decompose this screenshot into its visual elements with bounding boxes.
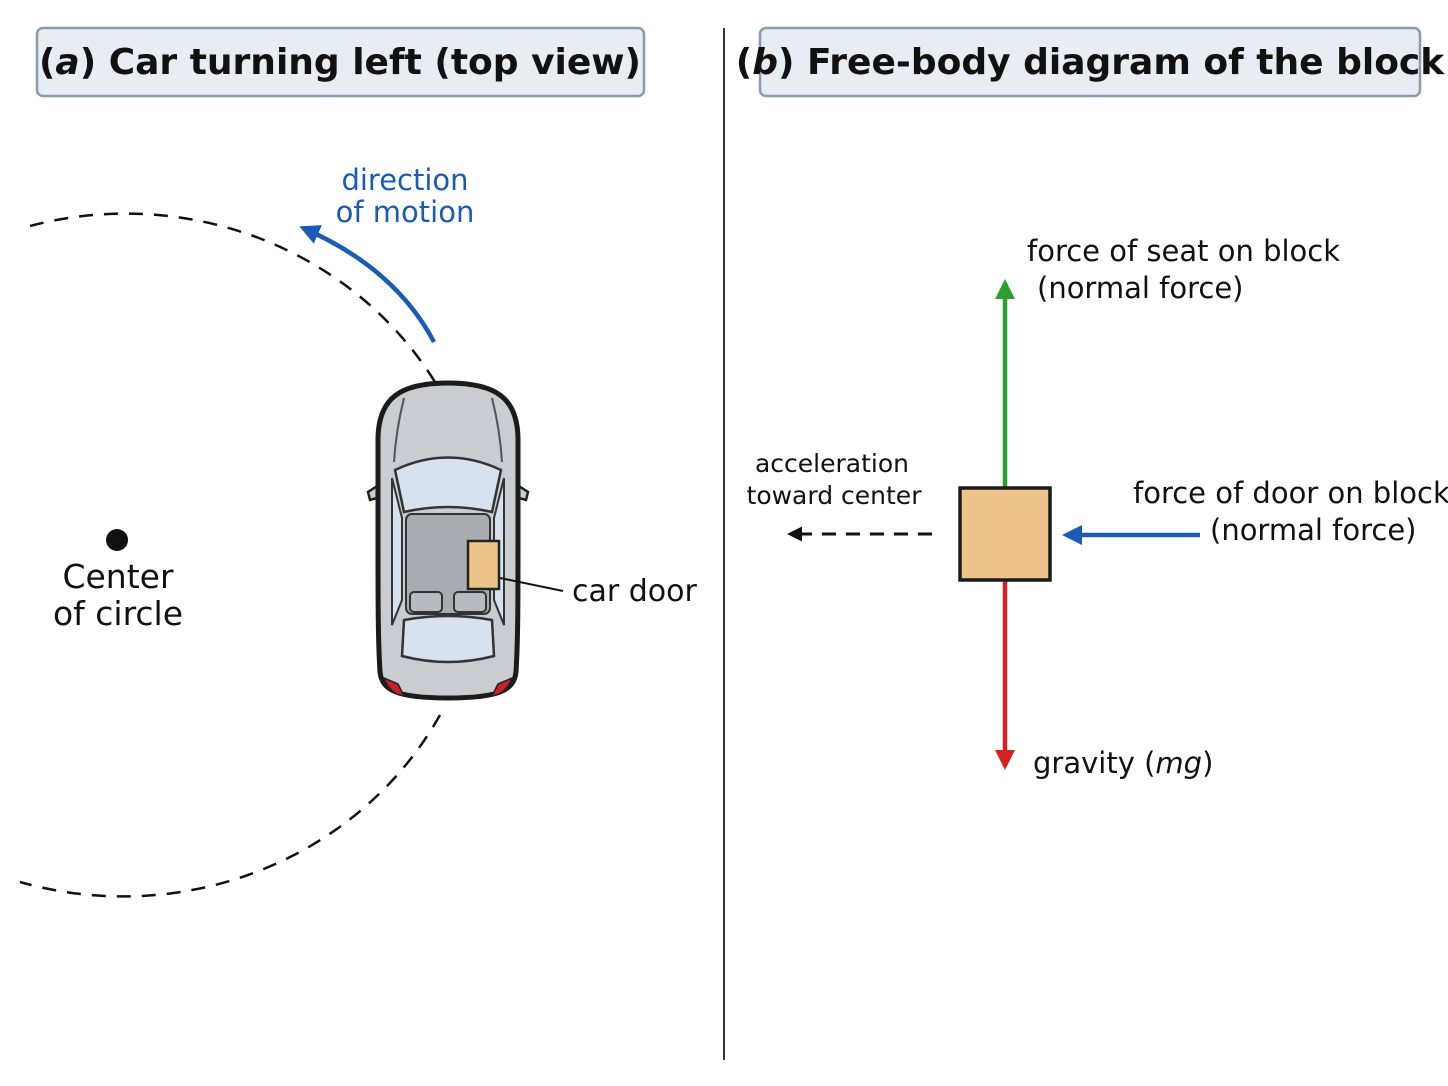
car-rear-window — [400, 614, 496, 664]
svg-text:force of seat on block: force of seat on block — [1027, 234, 1340, 268]
svg-text:direction: direction — [341, 163, 468, 197]
panel-a-title-letter: a — [55, 42, 79, 83]
center-label-line2: of circle — [53, 594, 183, 633]
svg-text:of circle: of circle — [53, 594, 183, 633]
free-body-block — [958, 486, 1052, 582]
panel-a-title: Car turning left (top view) — [109, 42, 641, 83]
svg-text:car door: car door — [572, 574, 698, 609]
rear-seat-right — [453, 591, 487, 613]
panel-b: (b) Free-body diagram of the block force… — [736, 26, 1448, 780]
direction-label-line1: direction — [341, 163, 468, 197]
svg-text:gravity (mg): gravity (mg) — [1033, 746, 1213, 780]
center-label-line1: Center — [62, 557, 174, 596]
svg-text:Center: Center — [62, 557, 174, 596]
circular-path-lower — [19, 714, 442, 898]
car-top-view — [366, 380, 530, 701]
svg-text:toward center: toward center — [747, 481, 923, 510]
acceleration-label-line1: acceleration — [755, 449, 909, 478]
panel-b-title: Free-body diagram of the block — [807, 42, 1445, 83]
svg-text:(normal force): (normal force) — [1210, 513, 1416, 547]
panel-a-title-box: (a) Car turning left (top view) — [35, 26, 646, 98]
svg-text:(a) Car turning left (top view: (a) Car turning left (top view) — [39, 42, 641, 83]
svg-text:force of door on block: force of door on block — [1133, 476, 1448, 510]
left-tail-light — [382, 676, 406, 697]
door-force-label-line2: (normal force) — [1210, 513, 1416, 547]
acceleration-label-line2: toward center — [747, 481, 923, 510]
right-tail-light — [490, 676, 514, 697]
svg-text:of motion: of motion — [336, 195, 475, 229]
direction-of-motion-arrow — [299, 225, 436, 344]
seat-force-label-line1: force of seat on block — [1027, 234, 1340, 268]
seat-force-label-line2: (normal force) — [1037, 271, 1243, 305]
circular-path — [29, 212, 437, 383]
svg-text:(normal force): (normal force) — [1037, 271, 1243, 305]
car-door-label: car door — [572, 574, 698, 609]
car-windshield — [393, 456, 503, 514]
panel-b-title-letter: b — [752, 42, 778, 83]
svg-text:acceleration: acceleration — [755, 449, 909, 478]
door-force-label-line1: force of door on block — [1133, 476, 1448, 510]
car-door-leader-line — [499, 577, 564, 592]
gravity-label-prefix: gravity ( — [1033, 746, 1155, 780]
left-side-window — [391, 477, 403, 626]
gravity-label-symbol: mg — [1155, 746, 1202, 780]
svg-text:(b) Free-body diagram of the b: (b) Free-body diagram of the block — [736, 42, 1445, 83]
center-of-circle-dot — [106, 529, 128, 551]
direction-label-line2: of motion — [336, 195, 475, 229]
gravity-label-suffix: ) — [1202, 746, 1213, 780]
panel-b-title-box: (b) Free-body diagram of the block — [736, 26, 1445, 98]
block-in-car — [466, 539, 501, 591]
panel-a: (a) Car turning left (top view) directio… — [19, 26, 698, 898]
rear-seat-left — [409, 591, 443, 613]
